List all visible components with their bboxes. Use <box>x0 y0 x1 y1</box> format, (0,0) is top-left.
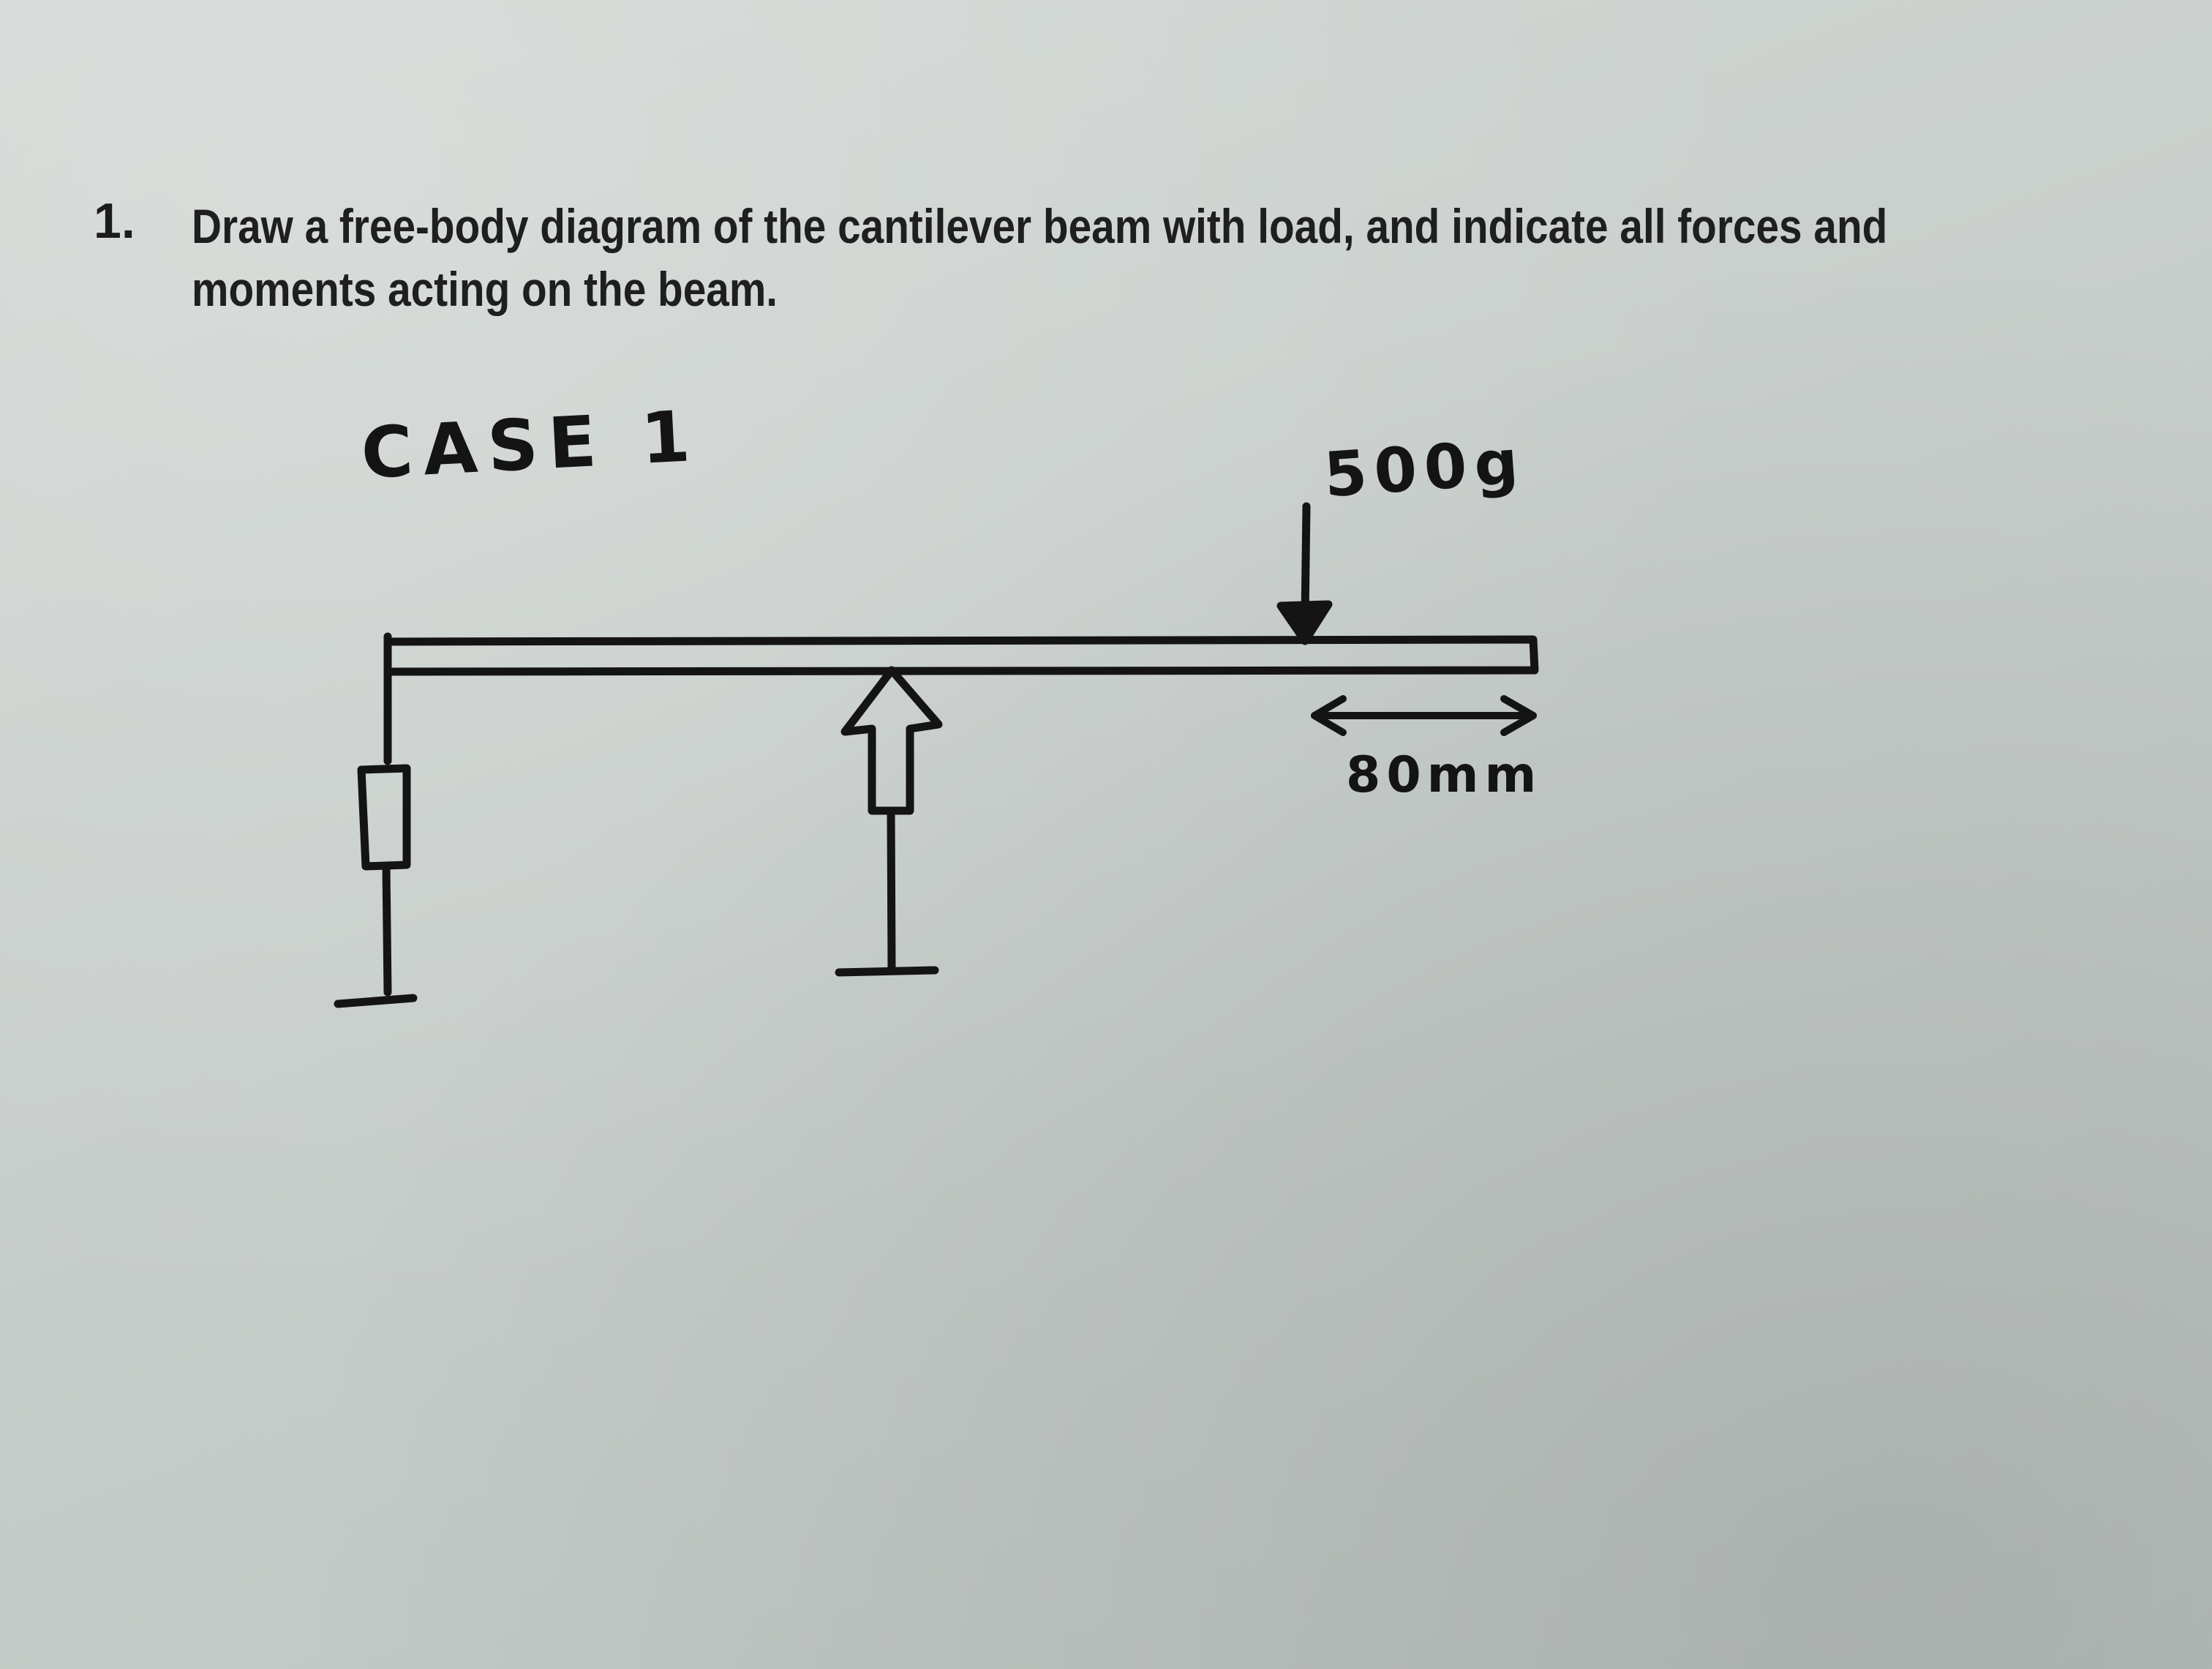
spring-box-icon <box>357 764 411 871</box>
middle-ground <box>835 966 939 977</box>
question-number: 1. <box>94 193 135 249</box>
load-arrow <box>1276 502 1333 645</box>
arrow-down-icon <box>1276 600 1333 645</box>
beam <box>385 635 1539 676</box>
question-text: Draw a free-body diagram of the cantilev… <box>192 195 1890 320</box>
left-support <box>334 632 418 1008</box>
question-line-1: Draw a free-body diagram of the cantilev… <box>192 199 1888 253</box>
load-arrow-shaft <box>1301 502 1311 623</box>
arrow-right-icon <box>1500 695 1537 736</box>
left-ground <box>334 994 418 1008</box>
dimension-arrow <box>1311 695 1537 736</box>
middle-stem <box>887 808 896 975</box>
arrow-left-icon <box>1311 695 1347 736</box>
question-line-2: moments acting on the beam. <box>192 262 778 316</box>
upward-reaction-arrow-icon <box>840 666 943 815</box>
left-stem <box>382 862 392 997</box>
dimension-label: 80mm <box>1346 746 1543 804</box>
middle-support <box>835 666 943 977</box>
